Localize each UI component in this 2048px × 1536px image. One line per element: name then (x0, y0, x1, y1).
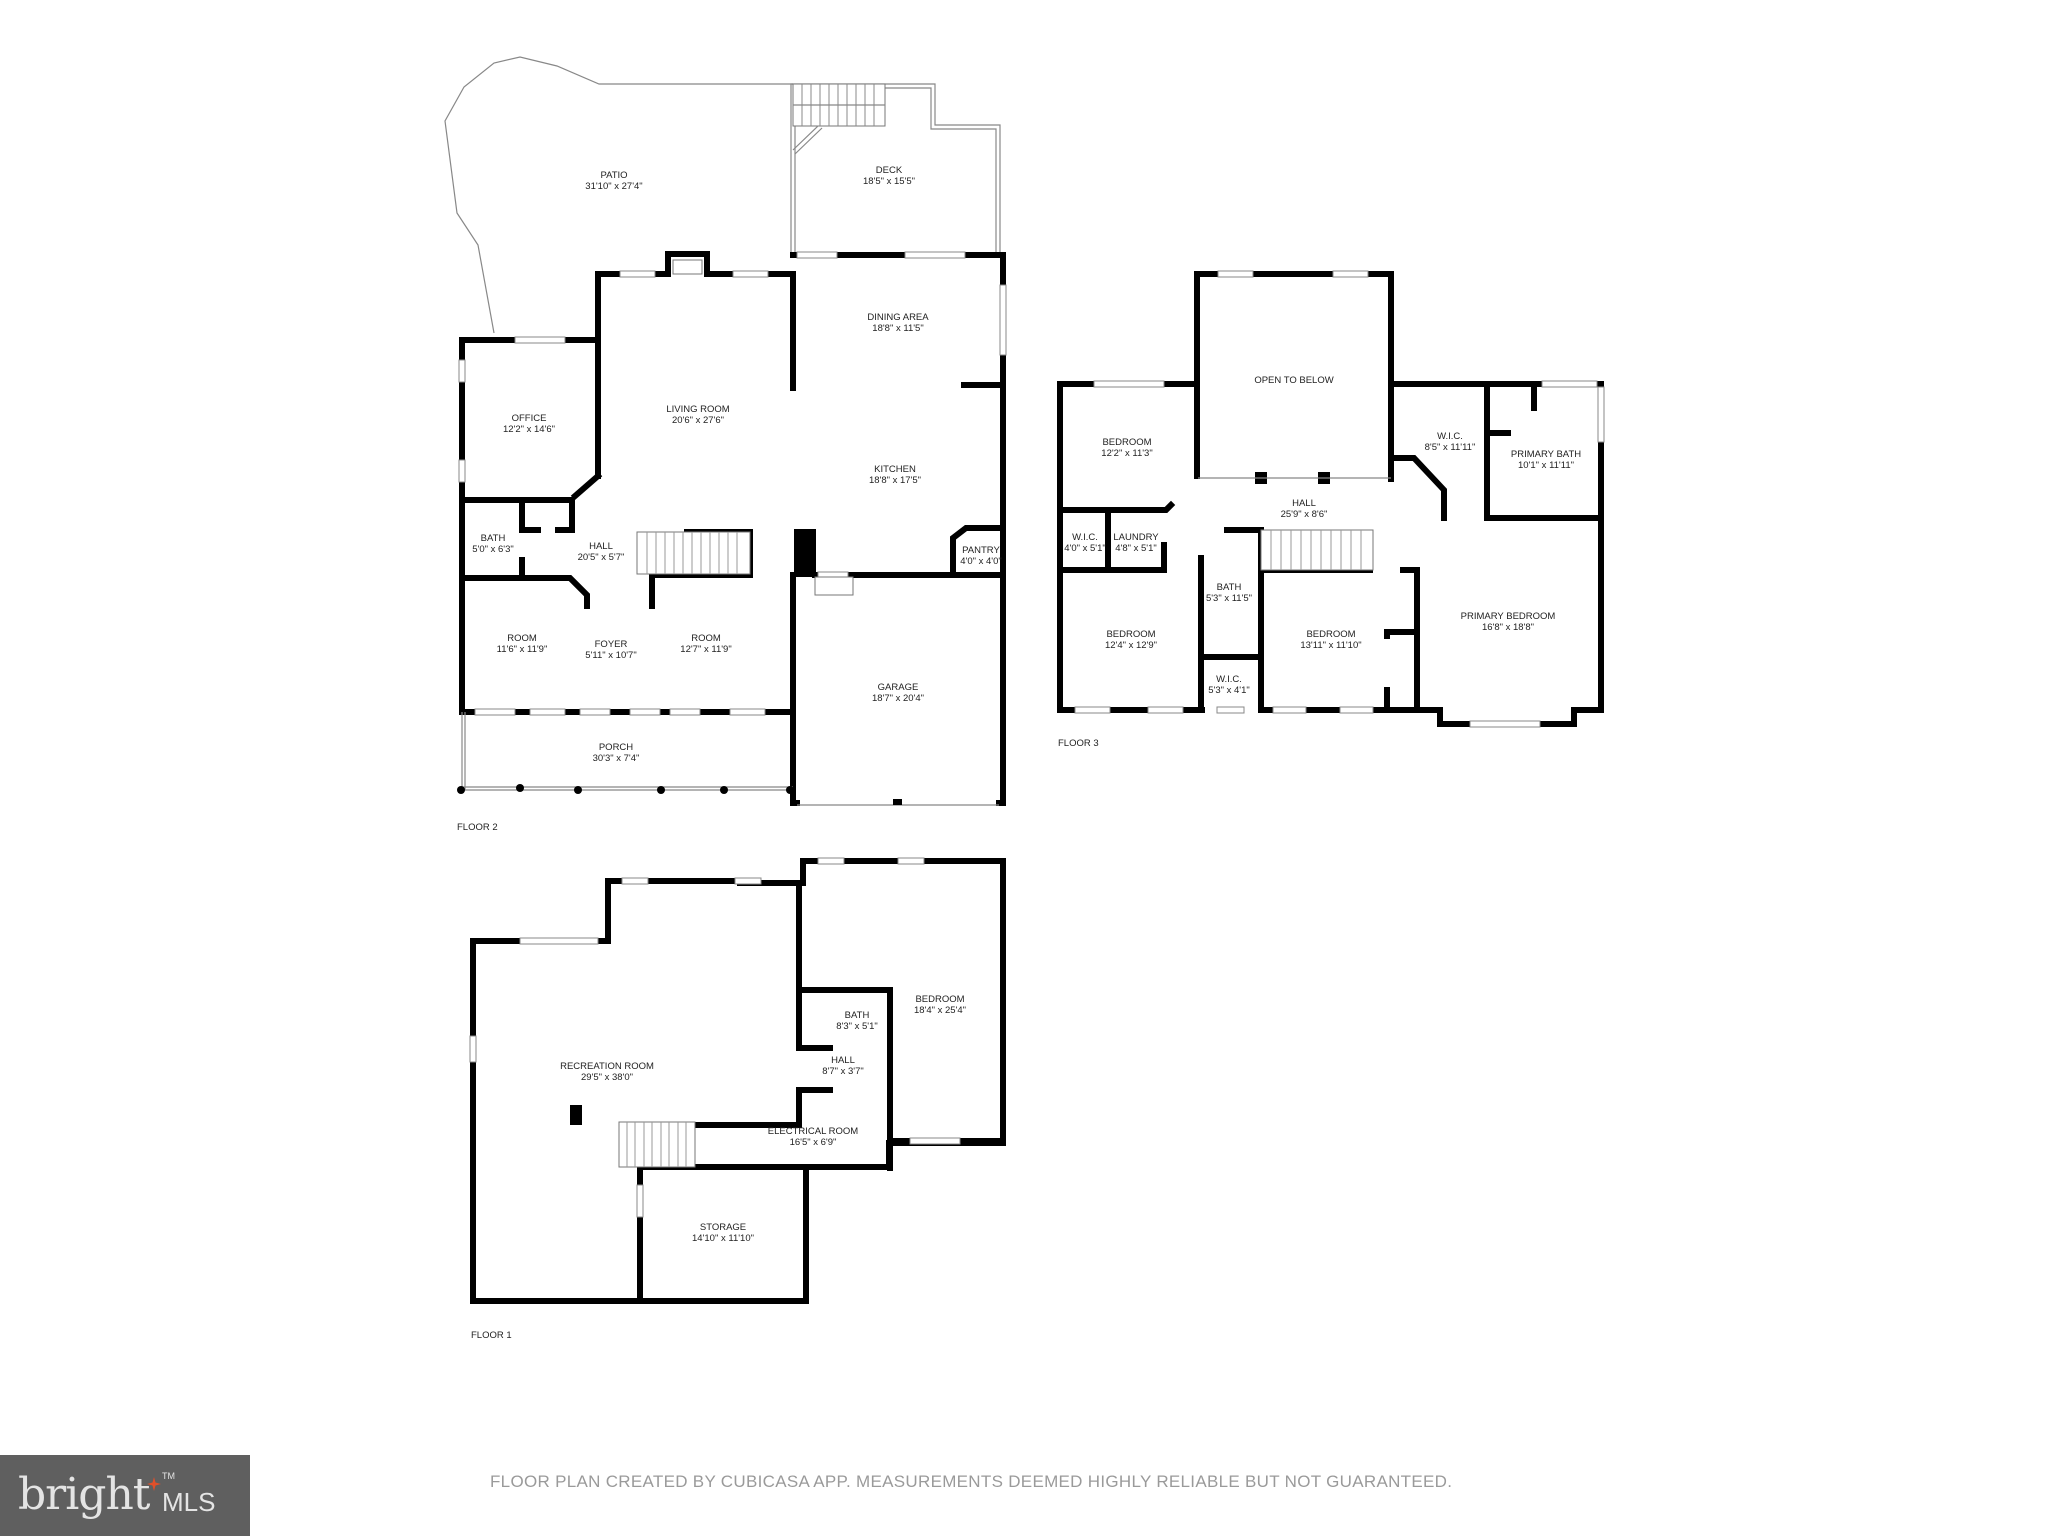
floor-2-walls (459, 251, 1006, 806)
floor-3-staircase (1260, 529, 1374, 571)
trademark-mark: TM (162, 1471, 175, 1481)
floor-1-staircase (618, 1121, 696, 1168)
disclaimer-text: FLOOR PLAN CREATED BY CUBICASA APP. MEAS… (490, 1472, 1453, 1491)
wic-bath-label: W.I.C.5'3" x 4'1" (1208, 674, 1250, 696)
wic-main-label: W.I.C.8'5" x 11'11" (1425, 431, 1476, 453)
floor-2-label: FLOOR 2 (457, 822, 498, 833)
floor-3-walls (1057, 271, 1604, 727)
floor-3-windows (1074, 270, 1605, 728)
floor-3-label: FLOOR 3 (1058, 738, 1099, 749)
logo-suffix: MLS (162, 1487, 216, 1517)
patio-outline (444, 56, 793, 334)
floor-2-staircase (636, 531, 854, 596)
floor-1-walls (470, 858, 1006, 1304)
floor-2-windows (458, 251, 1007, 716)
floor-1-windows (469, 857, 961, 1218)
bright-mls-logo: bright TM MLS (0, 1455, 250, 1536)
open-to-below-label: OPEN TO BELOW (1254, 375, 1333, 386)
logo-wordmark: bright (18, 1469, 150, 1520)
deck-outline (790, 83, 1001, 255)
floor-1-label: FLOOR 1 (471, 1330, 512, 1341)
sparkle-icon (147, 1477, 161, 1491)
porch-outline (457, 712, 794, 794)
wic-small-label: W.I.C.4'0" x 5'1" (1064, 532, 1106, 554)
